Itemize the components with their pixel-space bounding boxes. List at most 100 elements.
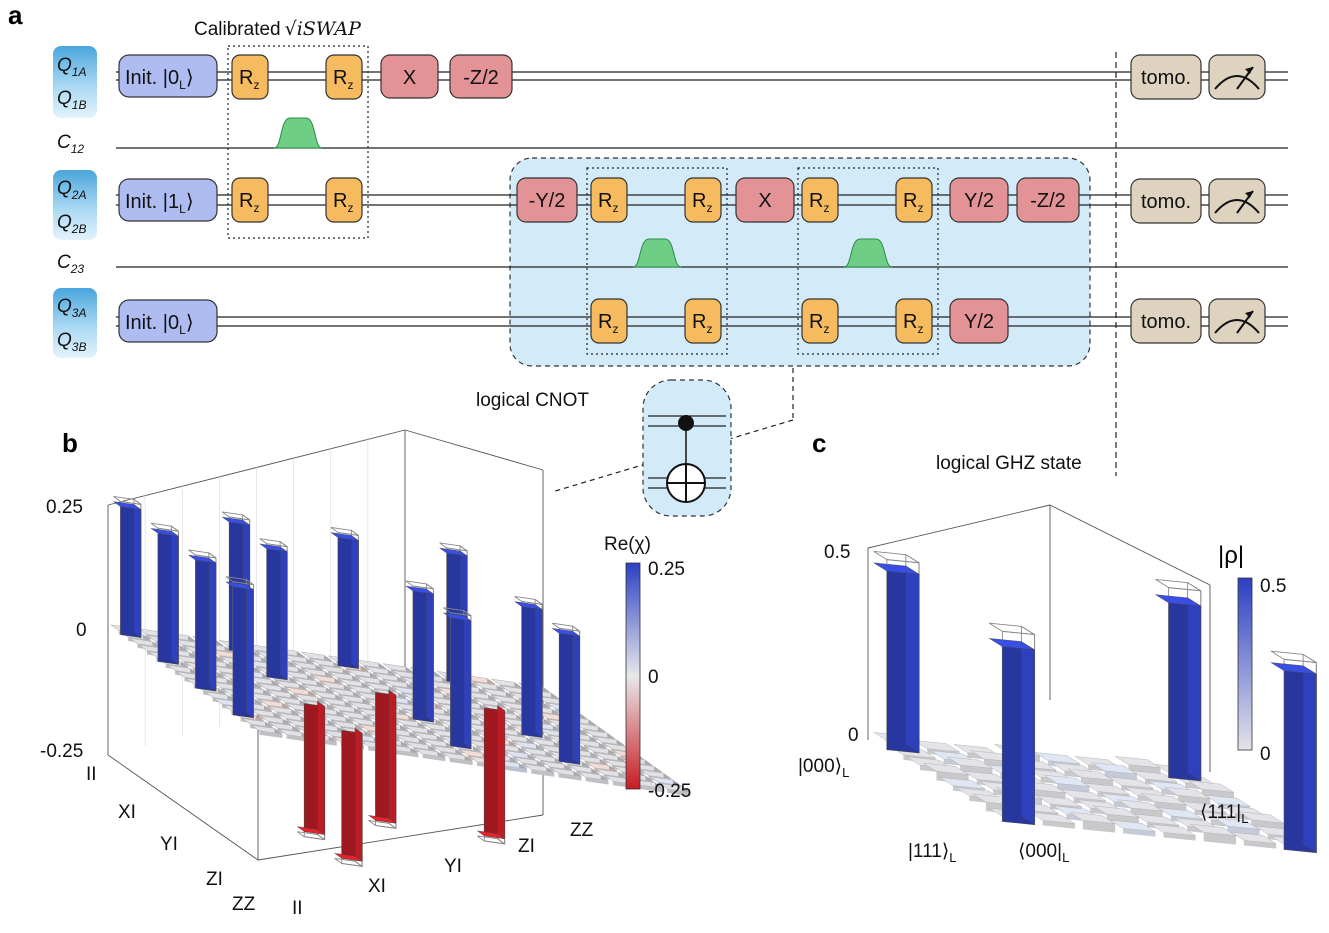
rho-tile-side	[1082, 820, 1116, 833]
cnot-leader-2	[551, 419, 794, 493]
meter-icon	[1208, 178, 1266, 224]
chi-bar	[259, 538, 288, 681]
qubit-label-q3b: Q3B	[57, 330, 86, 354]
panel-label-c: c	[812, 428, 826, 458]
chi-tile-side	[504, 765, 527, 773]
rho-tile-side	[1203, 832, 1236, 845]
qubit-labels: Q1A Q1B Q2A Q2B Q3A Q3B C12 C23	[53, 46, 97, 358]
cnot-iswap-box-2	[797, 167, 939, 355]
chi-colorbar-tick-top: 0.25	[648, 559, 685, 580]
rho-bar	[1270, 650, 1317, 854]
ghz-label: logical GHZ state	[936, 453, 1082, 474]
chi-col-label: XI	[368, 876, 386, 897]
panel-label-a: a	[8, 0, 23, 30]
rho-ztick-top: 0.5	[824, 542, 850, 563]
rho-tile	[1157, 807, 1203, 820]
chi-tile-side	[286, 734, 310, 742]
gate-q1-minus-z2: -Z/2	[463, 67, 499, 89]
chi-bar	[330, 527, 359, 670]
qubit-label-q2a: Q2A	[57, 178, 86, 202]
rho-tile	[1133, 813, 1180, 826]
chi-colorbar-title: Re(χ)	[604, 534, 651, 555]
rho-row-label-last: |111⟩L	[908, 841, 956, 865]
readout: tomo. tomo. tomo.	[1130, 54, 1266, 344]
rho-axes-box	[867, 504, 1211, 772]
gate-q3-y2: Y/2	[964, 311, 994, 333]
gate-q1-x: X	[403, 67, 416, 89]
rho-tile	[1131, 770, 1178, 783]
chi-row-label: II	[86, 764, 97, 785]
rho-tile	[1036, 795, 1083, 808]
rho-bar	[1155, 578, 1202, 782]
chi-ztick-mid: 0	[76, 620, 87, 641]
rho-tile	[1034, 752, 1081, 765]
rho-bar	[988, 622, 1036, 826]
chi-col-label: ZI	[518, 836, 535, 857]
gate-q2-x: X	[758, 190, 771, 212]
rho-tile	[1204, 794, 1251, 807]
rz-gate-label: Rz	[903, 190, 923, 215]
tomo-label: tomo.	[1141, 67, 1191, 89]
rho-tile	[1060, 789, 1106, 802]
qubit-label-q1b: Q1B	[57, 88, 86, 112]
tomo-gate: tomo.	[1130, 298, 1202, 344]
chi-row-label: ZI	[206, 869, 223, 890]
rz-gate: Rz	[590, 177, 628, 223]
init-gates: Init. |0L⟩ Init. |1L⟩ Init. |0L⟩	[118, 54, 218, 343]
chi-bar	[188, 549, 217, 692]
rho-tile-side	[1123, 828, 1156, 837]
rz-gate: Rz	[895, 298, 933, 344]
chi-bar	[113, 496, 142, 639]
coupler-pulses	[273, 117, 893, 268]
rz-gate-label: Rz	[809, 190, 829, 215]
chart-density-matrix: |ρ| 0.5 0 0.5 0 |000⟩L |111⟩L ⟨000|L ⟨11…	[798, 504, 1317, 865]
chi-colorbar	[625, 562, 641, 790]
coupler-label-c23: C23	[57, 252, 84, 276]
chi-row-label: YI	[160, 834, 178, 855]
chi-axis-line	[107, 754, 259, 861]
tomo-label: tomo.	[1141, 191, 1191, 213]
rho-colorbar	[1237, 577, 1253, 751]
chi-bar	[296, 700, 326, 841]
rz-gate: Rz	[231, 177, 269, 223]
panel-label-b: b	[62, 428, 78, 458]
cnot-iswap-box-1	[586, 167, 728, 355]
qubit-label-q1a: Q1A	[57, 55, 86, 79]
rho-tile	[1237, 811, 1284, 824]
chi-axis-line	[404, 429, 544, 471]
rho-tile	[1188, 780, 1234, 793]
chi-tile-side	[558, 773, 582, 781]
rz-gate: Rz	[684, 177, 722, 223]
chi-bar	[334, 727, 363, 868]
rho-grid-floor	[873, 732, 1317, 853]
rho-tile	[1107, 776, 1154, 789]
rz-gate: Rz	[325, 54, 363, 100]
chi-tile-side	[585, 777, 609, 785]
coupler-pulse-c12	[273, 117, 323, 149]
rho-tile	[1150, 823, 1196, 836]
rho-colorbar-tick-bottom: 0	[1260, 744, 1271, 765]
init-gate-q3: Init. |0L⟩	[125, 312, 194, 337]
init-gate-q2: Init. |1L⟩	[125, 191, 194, 216]
rho-colorbar-title: |ρ|	[1218, 542, 1244, 569]
chi-tile-side	[395, 750, 419, 758]
rz-gate-label: Rz	[239, 190, 259, 215]
tomo-gate: tomo.	[1130, 178, 1202, 224]
coupler-label-c12: C12	[57, 132, 84, 156]
rho-bars	[873, 550, 1317, 854]
chi-bar	[368, 689, 397, 830]
rho-ztick-bottom: 0	[848, 725, 859, 746]
tomo-label: tomo.	[1141, 311, 1191, 333]
meter-icon	[1208, 54, 1266, 100]
rho-col-label-last: ⟨111|L	[1200, 802, 1248, 826]
rho-axis-line	[1049, 504, 1211, 586]
chi-tile-side	[640, 785, 663, 793]
chi-tile-side	[422, 754, 446, 762]
rho-tile	[1109, 819, 1156, 832]
chi-bar	[405, 580, 434, 723]
rho-tile	[1084, 782, 1130, 795]
rho-tile	[913, 740, 960, 753]
chi-ztick-bottom: -0.25	[40, 741, 83, 762]
rho-tile	[1181, 801, 1227, 814]
